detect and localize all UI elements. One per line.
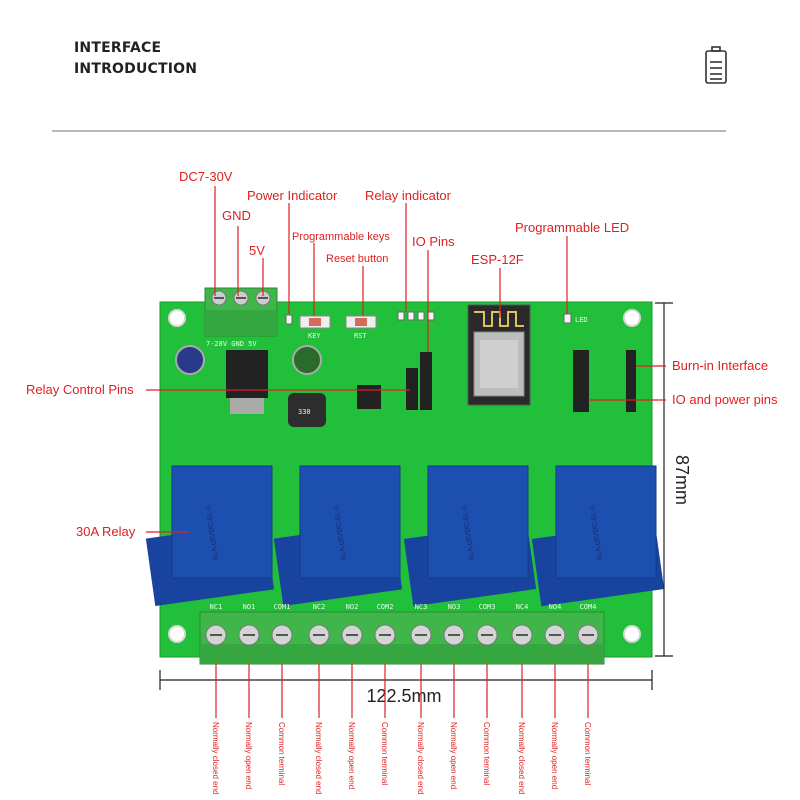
esp-module <box>467 304 531 406</box>
silk-rst: RST <box>354 332 367 340</box>
label-esp: ESP-12F <box>471 252 524 267</box>
terminal-callout-lines <box>215 664 589 718</box>
reset-button[interactable] <box>345 315 377 329</box>
terminal-silk-3: COM1 <box>274 603 291 611</box>
relay-2 <box>273 465 403 607</box>
terminal-label-7: Normally closed end <box>416 722 425 794</box>
terminal-label-6: Common terminal <box>380 722 389 785</box>
burn-in-header <box>573 350 636 412</box>
capacitors <box>175 345 322 375</box>
programmable-led <box>563 313 572 324</box>
width-label: 122.5mm <box>366 686 441 706</box>
relay-4 <box>531 465 665 607</box>
label-programmable-led: Programmable LED <box>515 220 629 235</box>
header-line-2: INTRODUCTION <box>74 61 198 77</box>
terminal-silk-4: NC2 <box>313 603 326 611</box>
label-io-power: IO and power pins <box>672 392 778 407</box>
terminal-silk-12: COM4 <box>580 603 597 611</box>
terminal-silk-2: NO1 <box>243 603 256 611</box>
terminal-silk-labels: NC1 NO1 COM1 NC2 NO2 COM2 NC3 NO3 COM3 NC4 NO4 COM4 <box>210 603 597 611</box>
terminal-silk-1: NC1 <box>210 603 223 611</box>
inductor <box>288 393 326 427</box>
terminal-label-5: Normally open end <box>347 722 356 789</box>
relay-3 <box>403 465 537 607</box>
label-relay: 30A Relay <box>76 524 136 539</box>
relay-1 <box>145 465 275 607</box>
terminal-label-8: Normally open end <box>449 722 458 789</box>
label-relay-control: Relay Control Pins <box>26 382 134 397</box>
terminal-label-9: Common terminal <box>482 722 491 785</box>
label-reset-button: Reset button <box>326 253 388 265</box>
terminal-silk-5: NO2 <box>346 603 359 611</box>
terminal-silk-8: NO3 <box>448 603 461 611</box>
power-led <box>285 314 293 325</box>
io-pin-header <box>406 352 432 410</box>
terminal-label-4: Normally closed end <box>314 722 323 794</box>
label-burn-in: Burn-in Interface <box>672 358 768 373</box>
terminal-label-2: Normally open end <box>244 722 253 789</box>
terminal-label-1: Normally closed end <box>211 722 220 794</box>
driver-chip <box>357 385 381 409</box>
width-dimension <box>159 670 653 690</box>
height-dimension <box>655 302 673 657</box>
label-dc: DC7-30V <box>179 169 233 184</box>
key-button[interactable] <box>299 315 331 329</box>
label-gnd: GND <box>222 208 251 223</box>
terminal-screws <box>205 624 599 646</box>
terminal-silk-11: NO4 <box>549 603 562 611</box>
label-5v: 5V <box>249 243 265 258</box>
battery-icon <box>705 46 727 84</box>
terminal-label-10: Normally closed end <box>517 722 526 794</box>
terminal-silk-6: COM2 <box>377 603 394 611</box>
callout-lines <box>146 186 666 533</box>
power-terminal-block <box>204 287 278 337</box>
label-relay-indicator: Relay indicator <box>365 188 452 203</box>
silk-inductor: 330 <box>298 408 311 416</box>
terminal-label-12: Common terminal <box>583 722 592 785</box>
label-io-pins: IO Pins <box>412 234 455 249</box>
silk-key: KEY <box>308 332 321 340</box>
terminal-function-labels: Normally closed end Normally open end Comm… <box>211 722 592 794</box>
terminal-label-3: Common terminal <box>277 722 286 785</box>
relay-indicator-leds <box>397 311 435 321</box>
label-power-indicator: Power Indicator <box>247 188 338 203</box>
mounting-holes <box>168 309 641 643</box>
section-header: INTERFACE INTRODUCTION <box>74 38 197 80</box>
silk-power: 7-28V GND 5V <box>206 340 257 348</box>
terminal-silk-10: NC4 <box>516 603 529 611</box>
voltage-regulator <box>226 350 268 398</box>
header-divider <box>52 130 726 132</box>
silk-led: LED <box>575 316 588 324</box>
terminal-silk-9: COM3 <box>479 603 496 611</box>
terminal-label-11: Normally open end <box>550 722 559 789</box>
label-programmable-keys: Programmable keys <box>292 231 390 243</box>
header-line-1: INTERFACE <box>74 40 162 56</box>
terminal-silk-7: NC3 <box>415 603 428 611</box>
height-label: 87mm <box>672 455 692 505</box>
